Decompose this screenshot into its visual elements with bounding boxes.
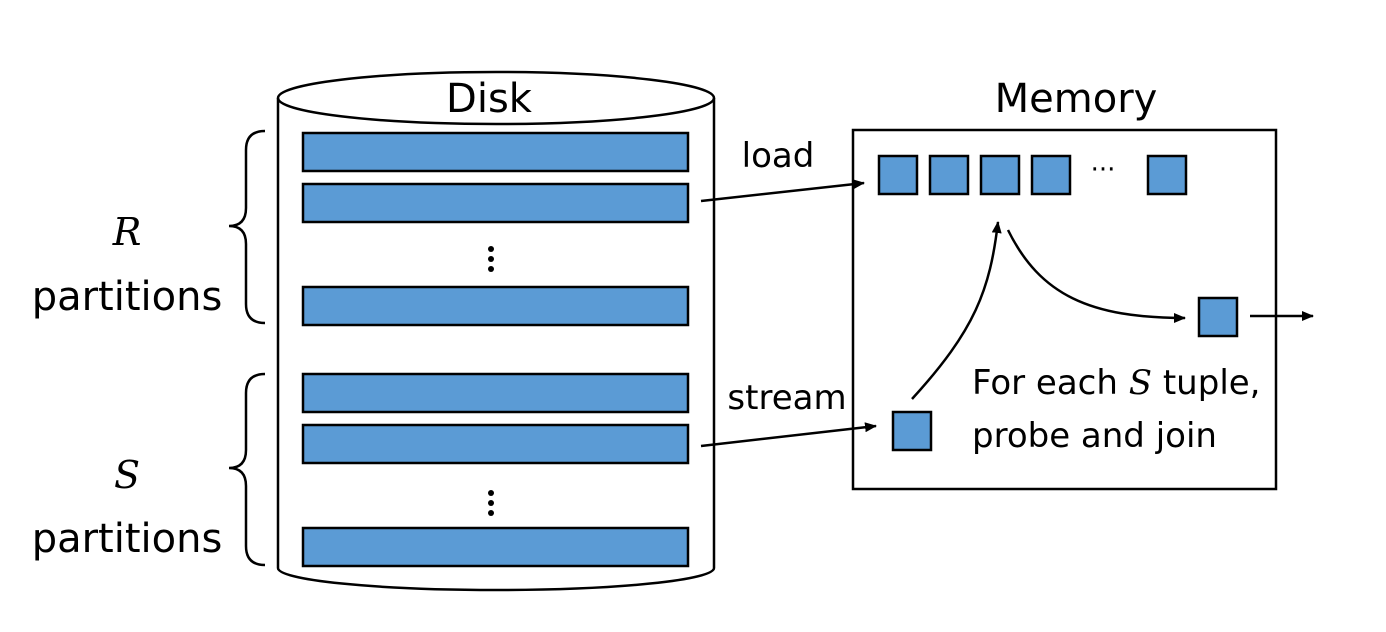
r-brace (228, 129, 266, 325)
output-tuple-block (1197, 296, 1239, 338)
disk-body (276, 98, 716, 592)
hash-bucket (979, 154, 1021, 196)
join-arrow (1006, 229, 1186, 323)
probe-note-suffix: tuple, (1152, 363, 1260, 403)
r-letter: R (112, 210, 142, 254)
disk-title: Disk (446, 76, 533, 122)
s-partition-block (301, 526, 690, 568)
hash-bucket (1030, 154, 1072, 196)
s-tuple-block (891, 410, 933, 452)
probe-note-letter: S (1129, 363, 1152, 403)
probe-note-line2: probe and join (972, 416, 1217, 456)
s-partition-block (301, 423, 690, 465)
r-partition-block (301, 131, 690, 173)
probe-note-prefix: For each (972, 363, 1129, 403)
hash-bucket (928, 154, 970, 196)
stream-arrow (700, 422, 877, 448)
memory-title: Memory (995, 76, 1158, 122)
r-vertical-ellipsis (488, 246, 494, 272)
memory-box (851, 128, 1278, 491)
bucket-ellipsis: ··· (1091, 155, 1116, 185)
stream-label: stream (727, 378, 846, 418)
r-partitions-label: partitions (32, 274, 223, 320)
hash-bucket (1146, 154, 1188, 196)
probe-note-line1: For each S tuple, (972, 363, 1261, 403)
disk-cylinder (276, 70, 716, 592)
r-partition-block (301, 285, 690, 327)
load-arrow (700, 179, 865, 203)
load-label: load (742, 136, 815, 176)
s-brace (228, 372, 266, 567)
probe-arrow (911, 221, 1002, 400)
disk-top (276, 70, 716, 126)
s-vertical-ellipsis (488, 490, 494, 516)
hash-bucket (877, 154, 919, 196)
s-partition-block (301, 372, 690, 414)
s-partitions-label: partitions (32, 516, 223, 562)
s-letter: S (114, 453, 140, 497)
r-partition-block (301, 182, 690, 224)
